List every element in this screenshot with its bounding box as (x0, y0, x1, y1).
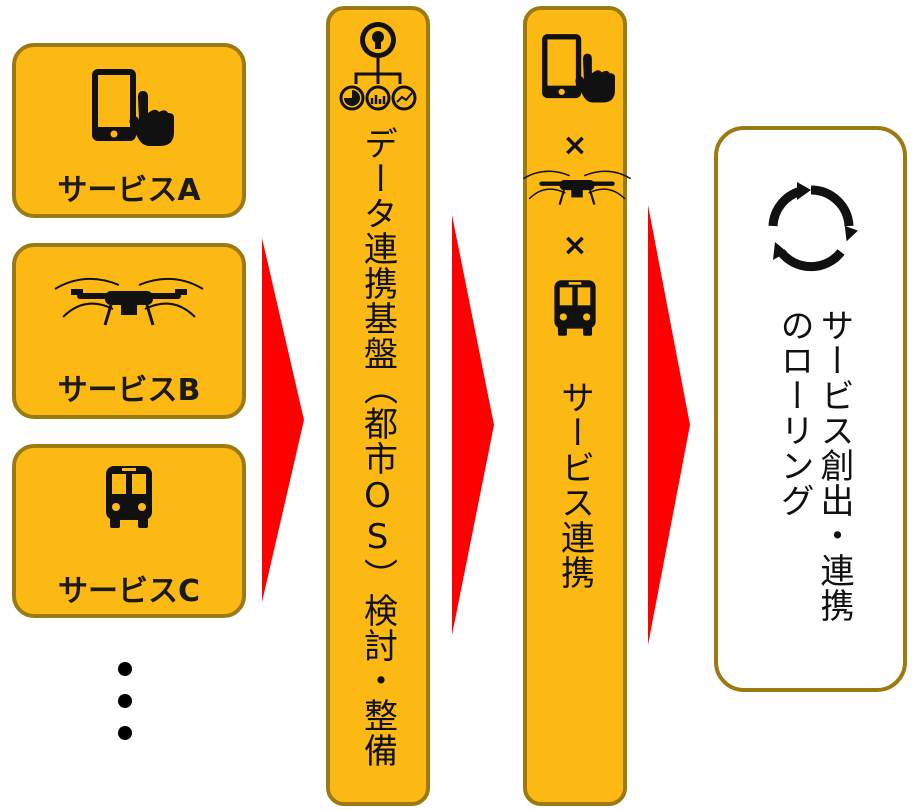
cross-symbol-2: × (562, 228, 588, 263)
cycle-arrows-icon (768, 182, 858, 272)
flow-arrow-2 (452, 215, 494, 635)
service-linkage-column: × × サービス連携 (522, 6, 632, 806)
result-text-line2: のローリング (774, 308, 814, 518)
flow-arrow-3 (648, 205, 690, 645)
result-text-line1: サービス創出・連携 (814, 308, 854, 623)
cross-symbol-1: × (562, 128, 588, 163)
result-panel: サービス創出・連携 のローリング (714, 126, 907, 692)
service-b-label: サービスB (57, 373, 201, 408)
service-a-label: サービスA (57, 173, 201, 208)
service-c-label: サービスC (57, 574, 201, 609)
service-c-box: サービスC (12, 444, 246, 618)
data-platform-column: データ連携基盤（都市OS）検討・整備 (326, 6, 430, 806)
drone-icon (522, 170, 632, 205)
ellipsis-dot (118, 662, 132, 676)
service-linkage-text: サービス連携 (554, 380, 595, 590)
drone-icon (54, 277, 204, 326)
data-network-icon (339, 22, 417, 111)
smartphone-touch-icon (542, 34, 615, 103)
bus-icon (554, 280, 596, 336)
service-b-box: サービスB (12, 243, 246, 419)
ellipsis-dot (118, 694, 132, 708)
service-a-box: サービスA (12, 43, 246, 218)
flow-arrow-1 (262, 238, 304, 602)
smartphone-touch-icon (92, 69, 174, 146)
bus-icon (106, 466, 152, 528)
data-platform-text: データ連携基盤（都市OS）検討・整備 (357, 126, 398, 768)
ellipsis-dot (118, 726, 132, 740)
